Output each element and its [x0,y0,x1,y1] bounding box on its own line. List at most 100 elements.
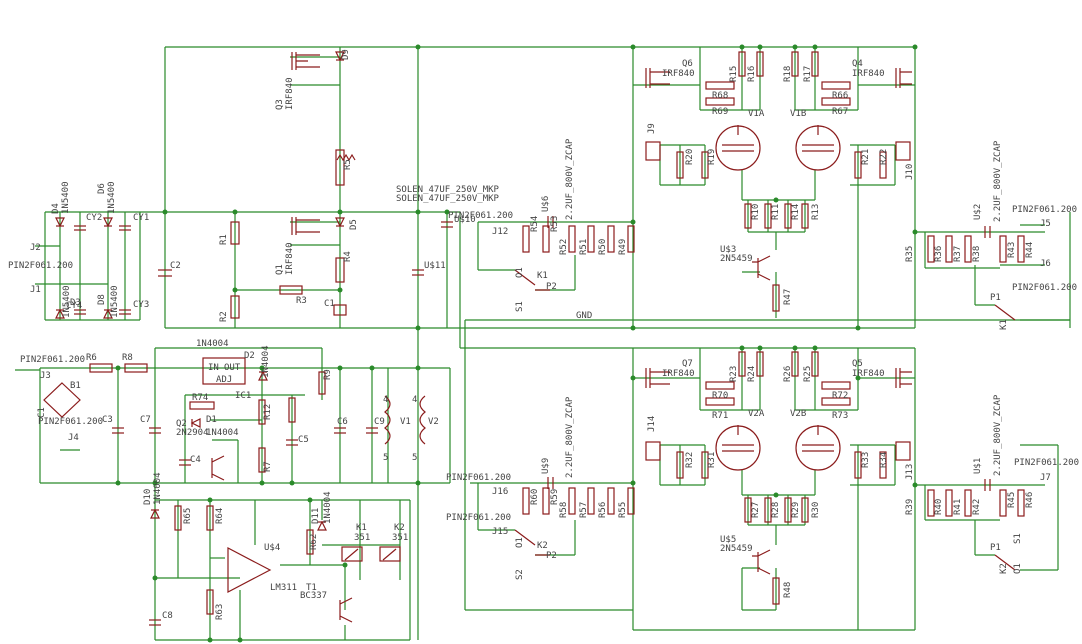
label-r38: R38 [972,246,982,262]
label-zcap: 2.2UF_800V_ZCAP [565,138,575,220]
label-r15: R15 [729,66,739,82]
label-r45: R45 [1007,492,1017,508]
label-r53: R53 [550,216,560,232]
label-pin: PIN2F061.200 [8,261,73,271]
label-j12: J12 [492,227,508,237]
label-r47: R47 [783,289,793,305]
label-c3: C3 [102,415,113,425]
label-v2b: V2B [790,409,806,419]
label-j3: J3 [40,371,51,381]
label-r3: R3 [296,296,307,306]
label-pin: PIN2F061.200 [448,211,513,221]
label-r37: R37 [953,246,963,262]
label-1n4004: 1N4004 [261,345,271,378]
label-r69: R69 [712,107,728,117]
label-k2: K2 [537,541,548,551]
label-d5: D5 [349,219,359,230]
label-o1: O1 [515,267,525,278]
label-us10: U$10 [454,215,476,225]
label-j6: J6 [1040,259,1051,269]
label-c1: C1 [37,407,47,418]
label-pin-4: 4 [383,395,388,405]
label-r31: R31 [707,452,717,468]
label-v2a: V2A [748,409,765,419]
label-solen: SOLEN_47UF_250V_MKP [396,185,500,195]
label-r51: R51 [579,239,589,255]
label-r71: R71 [712,411,728,421]
label-pin: PIN2F061.200 [1012,283,1077,293]
label-us1: U$1 [973,458,983,474]
label-c8: C8 [162,611,173,621]
label-r16: R16 [747,66,757,82]
label-r30: R30 [811,502,821,518]
label-j15: J15 [492,527,508,537]
label-r22: R22 [879,149,889,165]
label-r59: R59 [550,489,560,505]
label-r26: R26 [783,366,793,382]
label-q1: Q1 [275,264,285,275]
label-1n5400: 1N5400 [61,181,71,214]
label-2n5459: 2N5459 [720,254,753,264]
label-irf840: IRF840 [662,369,695,379]
label-d4: D4 [51,203,61,214]
label-r70: R70 [712,391,728,401]
label-r40: R40 [934,499,944,515]
label-q6: Q6 [682,59,693,69]
label-us2: U$2 [973,204,983,220]
label-r42: R42 [972,499,982,515]
label-r25: R25 [803,366,813,382]
label-irf840: IRF840 [285,242,295,275]
label-s1: S1 [1013,533,1023,544]
label-2n2904: 2N2904 [176,428,209,438]
label-r32: R32 [685,452,695,468]
label-r52: R52 [559,239,569,255]
label-j2: J2 [30,243,41,253]
label-d8: D8 [97,294,107,305]
label-r13: R13 [811,204,821,220]
label-p2: P2 [546,282,557,292]
components [43,51,1025,626]
label-p1: P1 [990,293,1001,303]
label-k1: K1 [356,523,367,533]
label-r12: R12 [263,404,273,420]
label-zcap: 2.2UF_800V_ZCAP [993,140,1003,222]
label-irf840: IRF840 [852,69,885,79]
component-labels: D9 Q3 IRF840 R5 D5 Q1 IRF840 R4 R1 R2 R3… [8,49,1079,621]
label-r66: R66 [832,91,848,101]
label-pin: PIN2F061.200 [446,473,511,483]
label-1n4004: 1N4004 [153,472,163,505]
label-j16: J16 [492,487,508,497]
label-1n4004: 1N4004 [323,491,333,524]
label-r20: R20 [685,149,695,165]
label-out: OUT [224,363,241,373]
label-bc337: BC337 [300,591,327,601]
label-in: IN [208,363,219,373]
label-r21: R21 [861,149,871,165]
label-us9: U$9 [541,458,551,474]
label-d2: D2 [244,351,255,361]
label-pin: PIN2F061.200 [446,513,511,523]
label-r5: R5 [343,159,353,170]
label-r7: R7 [263,461,273,472]
label-r65: R65 [183,508,193,524]
label-us4: U$4 [264,543,280,553]
label-c5: C5 [298,435,309,445]
label-pin: PIN2F061.200 [38,417,103,427]
label-o1: O1 [1013,563,1023,574]
label-irf840: IRF840 [285,77,295,110]
label-pin: PIN2F061.200 [1014,458,1079,468]
label-cy1: CY1 [133,213,149,223]
label-pin: PIN2F061.200 [1012,205,1077,215]
junction-dots [115,44,918,643]
label-s2: S2 [515,569,525,580]
label-r18: R18 [783,66,793,82]
label-k1: K1 [999,319,1009,330]
label-r74: R74 [192,393,208,403]
label-q4: Q4 [852,59,863,69]
label-c6: C6 [337,417,348,427]
label-r14: R14 [791,204,801,220]
label-o1: O1 [515,537,525,548]
label-pin: PIN2F061.200 [20,355,85,365]
label-r60: R60 [530,489,540,505]
